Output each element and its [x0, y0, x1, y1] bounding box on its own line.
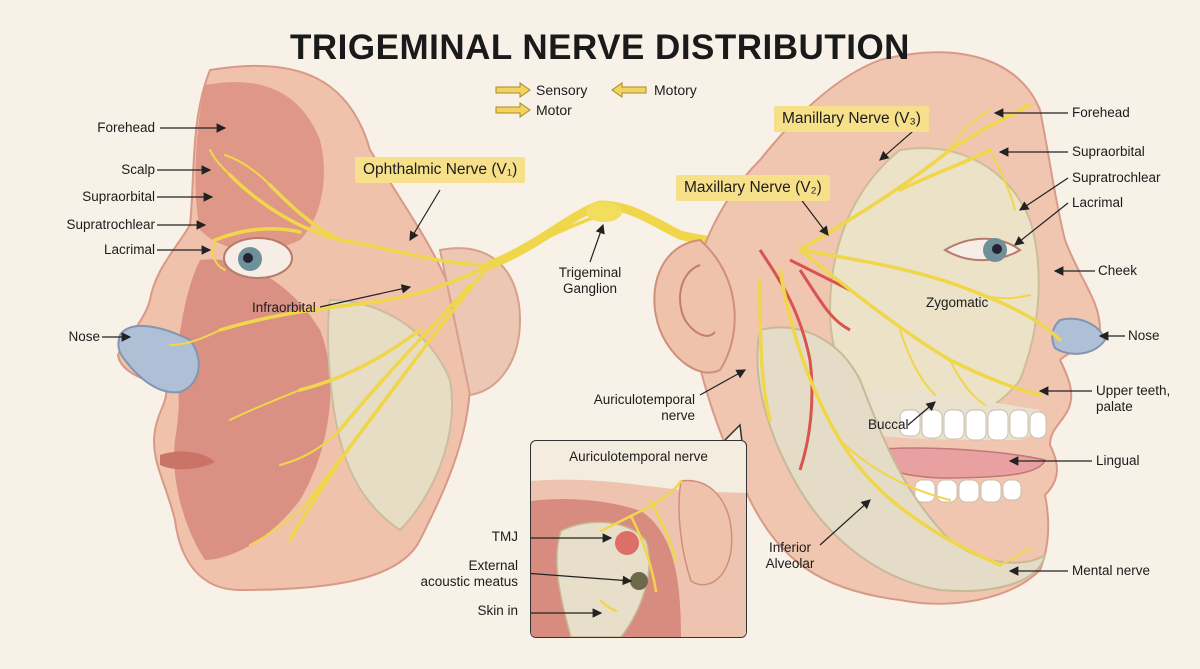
label-cheek: Cheek — [1098, 263, 1138, 278]
label-infraorbital: Infraorbital — [252, 300, 316, 315]
label-supraorbital-left: Supraorbital — [82, 189, 155, 204]
label-zygomatic: Zygomatic — [926, 295, 989, 310]
label-nose-left: Nose — [68, 329, 100, 344]
inset-illustration — [531, 479, 746, 637]
label-forehead-right: Forehead — [1072, 105, 1130, 120]
leader-lines — [102, 108, 1125, 576]
inset-pointer — [724, 423, 743, 443]
label-supraorbital-right: Supraorbital — [1072, 144, 1145, 159]
ophthalmic-nerve-label: Ophthalmic Nerve (V₁) — [355, 157, 526, 183]
legend-sensory: Sensory — [536, 82, 588, 98]
label-scalp: Scalp — [121, 162, 155, 177]
maxillary-nerve-label: Maxillary Nerve (V₂) — [676, 175, 830, 201]
label-supratrochlear-right: Supratrochlear — [1072, 170, 1161, 185]
label-lacrimal-right: Lacrimal — [1072, 195, 1124, 210]
label-mental-nerve: Mental nerve — [1072, 563, 1151, 578]
label-trigeminal-ganglion: Trigeminal Ganglion — [558, 265, 622, 296]
label-inferior-alveolar: Inferior Alveolar — [765, 540, 815, 571]
left-head — [116, 64, 602, 592]
legend-motor: Motor — [536, 102, 572, 118]
label-lacrimal-left: Lacrimal — [103, 242, 155, 257]
legend-motory: Motory — [654, 82, 697, 98]
label-tmj: TMJ — [491, 529, 518, 544]
inset-title: Auriculotemporal nerve — [569, 449, 708, 464]
manillary-nerve-label: Manillary Nerve (V₃) — [774, 106, 929, 132]
label-upper-teeth: Upper teeth, palate — [1096, 383, 1171, 414]
inset-panel: Auriculotemporal nerve — [530, 440, 747, 638]
legend-arrows — [495, 82, 647, 118]
label-buccal: Buccal — [868, 417, 909, 432]
label-lingual: Lingual — [1096, 453, 1140, 468]
label-forehead-left: Forehead — [97, 120, 155, 135]
label-skin-in: Skin in — [477, 603, 518, 618]
page-title: TRIGEMINAL NERVE DISTRIBUTION — [290, 28, 910, 67]
label-external-acoustic-meatus: External acoustic meatus — [420, 558, 518, 589]
label-nose-right: Nose — [1128, 328, 1160, 343]
label-auriculotemporal: Auriculotemporal nerve — [593, 392, 695, 423]
label-supratrochlear-left: Supratrochlear — [66, 217, 155, 232]
